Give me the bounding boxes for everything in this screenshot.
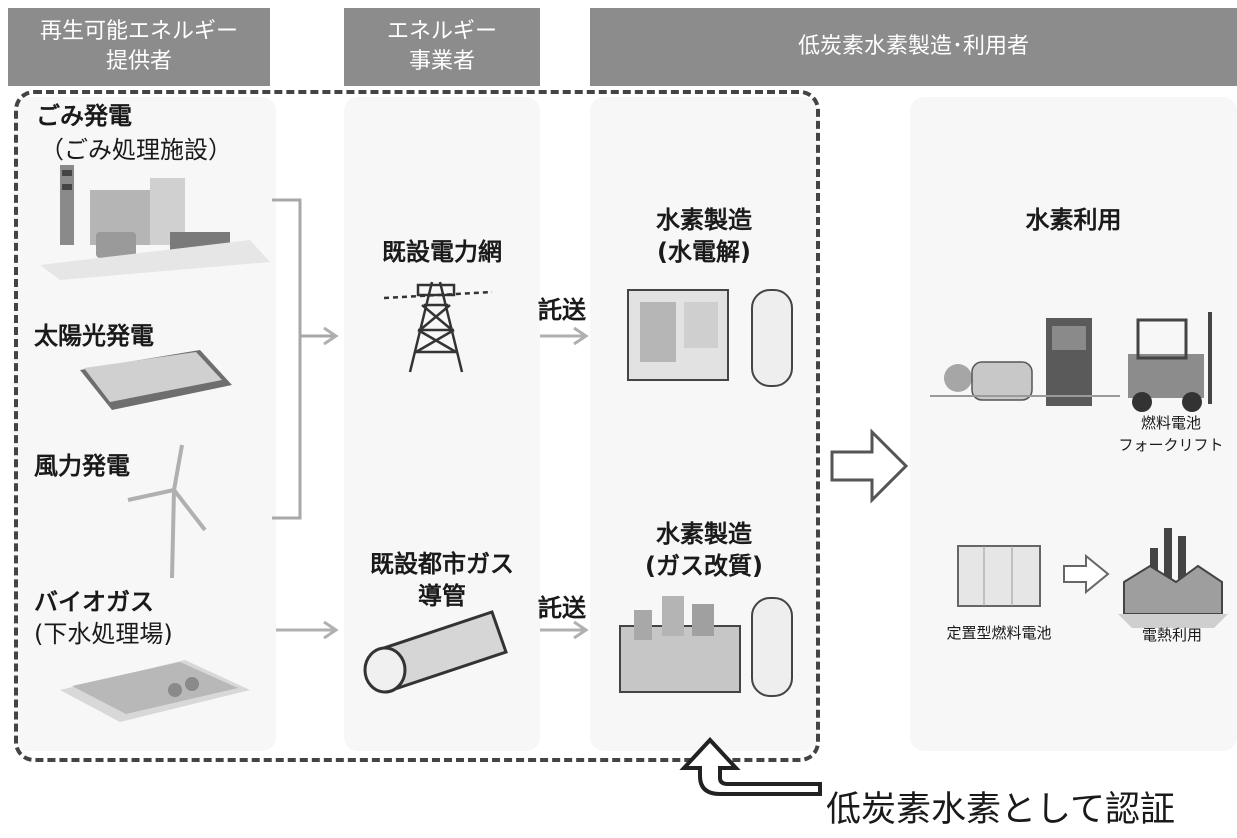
factory-icon: [1118, 528, 1228, 628]
arrow-icon: [276, 326, 589, 640]
stationary-fuel-cell-icon: [957, 545, 1041, 607]
label-gas-reform: 水素製造 (ガス改質): [645, 520, 763, 580]
header-providers-label: 再生可能エネルギー 提供者: [39, 19, 238, 74]
label-electrolysis: 水素製造 (水電解): [656, 206, 752, 266]
label-waste-power-sub: （ごみ処理施設）: [40, 136, 232, 164]
label-solar: 太陽光発電: [34, 322, 154, 350]
label-grid: 既設電力網: [382, 238, 502, 266]
waste-plant-icon: [40, 165, 270, 280]
header-energy-business-label: エネルギー 事業者: [386, 19, 497, 74]
gas-pipe-icon: [363, 610, 508, 694]
header-energy-business: エネルギー 事業者: [344, 8, 540, 86]
certification-label: 低炭素水素として認証: [826, 790, 1175, 830]
electrolyzer-icon: [627, 289, 793, 387]
header-hydrogen-label: 低炭素水素製造･利用者: [797, 34, 1029, 59]
label-stationary-fc: 定置型燃料電池: [946, 624, 1052, 642]
big-arrow-icon: [830, 428, 909, 504]
header-hydrogen: 低炭素水素製造･利用者: [590, 8, 1237, 86]
label-usage-title: 水素利用: [1025, 206, 1122, 234]
panel-usage: [910, 97, 1237, 751]
certification-arrow-icon: [679, 737, 822, 796]
header-providers: 再生可能エネルギー 提供者: [8, 8, 270, 86]
label-biogas: バイオガス: [34, 588, 154, 616]
label-wind: 風力発電: [34, 452, 130, 480]
forklift-icon: [1128, 312, 1212, 412]
transmission-tower-icon: [383, 281, 493, 373]
small-arrow-icon: [1063, 553, 1110, 595]
solar-panel-icon: [80, 350, 232, 410]
label-transfer-lower: 託送: [538, 594, 586, 622]
label-gas-pipe: 既設都市ガス 導管: [370, 550, 514, 610]
label-transfer-upper: 託送: [538, 296, 586, 324]
biogas-facility-icon: [60, 660, 250, 722]
source-bracket: [272, 198, 334, 520]
label-forklift: 燃料電池 フォークリフト: [1118, 414, 1224, 454]
gas-reformer-icon: [619, 596, 793, 697]
label-heat: 電熱利用: [1141, 626, 1202, 644]
label-biogas-sub: (下水処理場): [34, 620, 173, 648]
hydrogen-station-icon: [944, 318, 1092, 406]
wind-turbine-icon: [127, 444, 207, 579]
label-waste-power: ごみ発電: [36, 102, 132, 130]
certification-boundary: [14, 90, 820, 762]
